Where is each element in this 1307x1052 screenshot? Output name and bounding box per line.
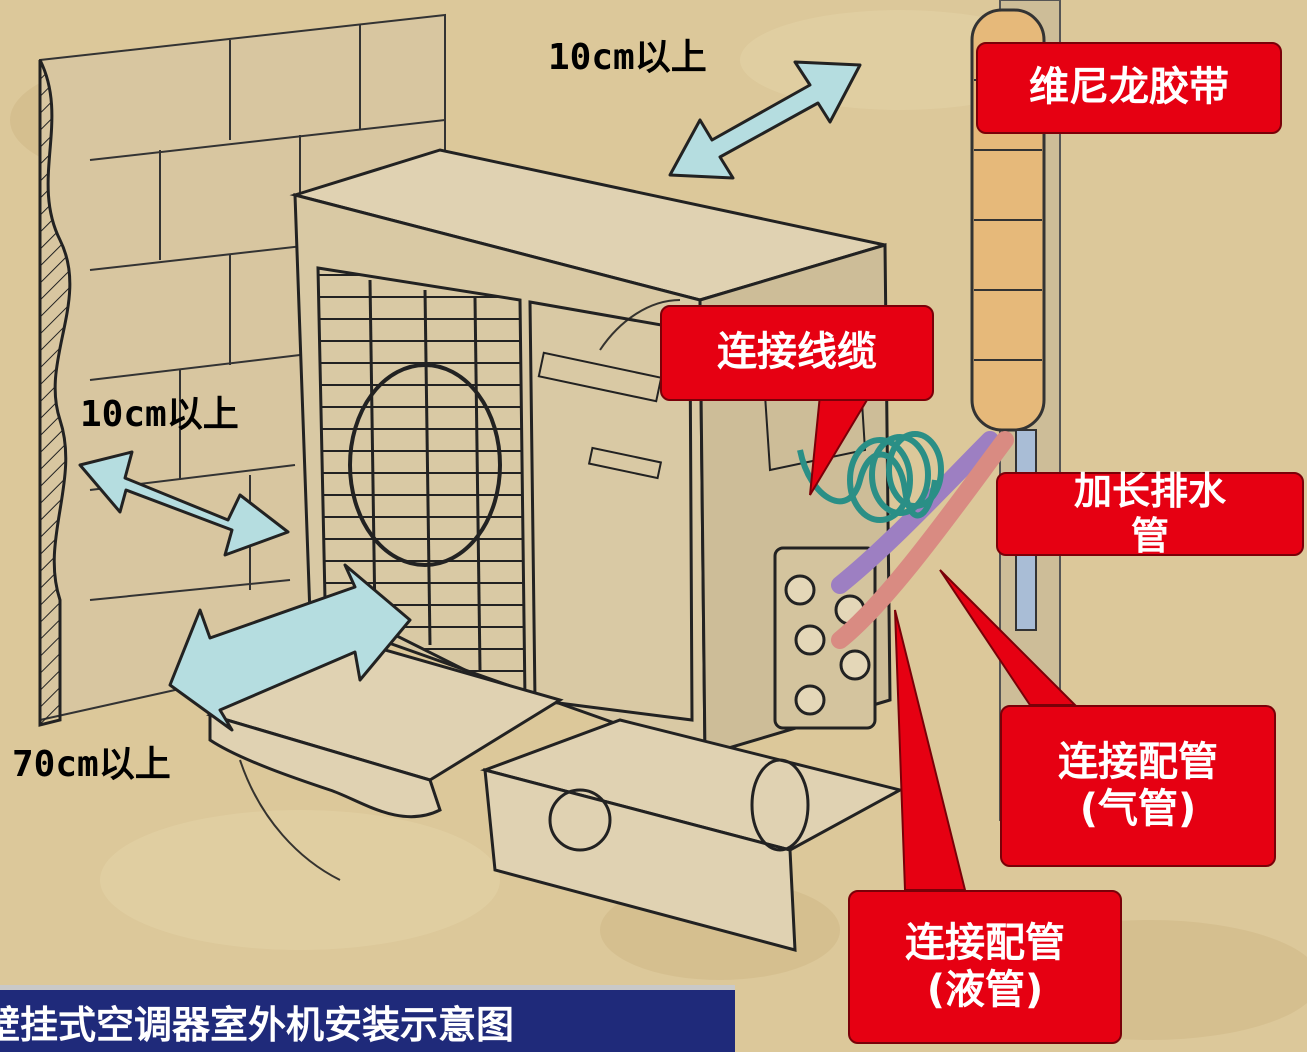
diagram-title: 壁挂式空调器室外机安装示意图 (0, 1002, 515, 1047)
diagram-title-bar: 壁挂式空调器室外机安装示意图 (0, 985, 735, 1052)
arrow-front (168, 563, 412, 732)
callout-vinyl-tape: 维尼龙胶带 (976, 42, 1282, 134)
callout-tails (809, 394, 1078, 891)
arrow-left (78, 450, 290, 557)
callout-liquid-pipe: 连接配管 (液管) (848, 890, 1122, 1044)
callout-vinyl-tape-text: 维尼龙胶带 (1029, 64, 1229, 111)
callout-connecting-cable-text: 连接线缆 (717, 329, 877, 376)
clearance-arrows (78, 60, 862, 732)
clearance-front-label: 70cm以上 (12, 744, 171, 785)
arrow-top (668, 60, 862, 180)
callout-gas-pipe-line1: 连接配管 (1058, 738, 1218, 785)
callout-connecting-cable: 连接线缆 (660, 305, 934, 401)
clearance-left-label: 10cm以上 (80, 394, 239, 435)
callout-drain-pipe-line1: 加长排水 (1073, 469, 1226, 514)
callout-drain-pipe-line2: 管 (1130, 514, 1169, 558)
clearance-top-label: 10cm以上 (548, 37, 707, 78)
callout-liquid-pipe-line1: 连接配管 (905, 919, 1065, 966)
callout-liquid-pipe-line2: (液管) (926, 967, 1044, 1013)
callout-drain-pipe: 加长排水 管 (996, 469, 1304, 558)
callout-gas-pipe-line2: (气管) (1079, 786, 1197, 832)
callout-gas-pipe: 连接配管 (气管) (1000, 705, 1276, 867)
coiled-cable (797, 431, 944, 523)
watermark (239, 299, 681, 881)
